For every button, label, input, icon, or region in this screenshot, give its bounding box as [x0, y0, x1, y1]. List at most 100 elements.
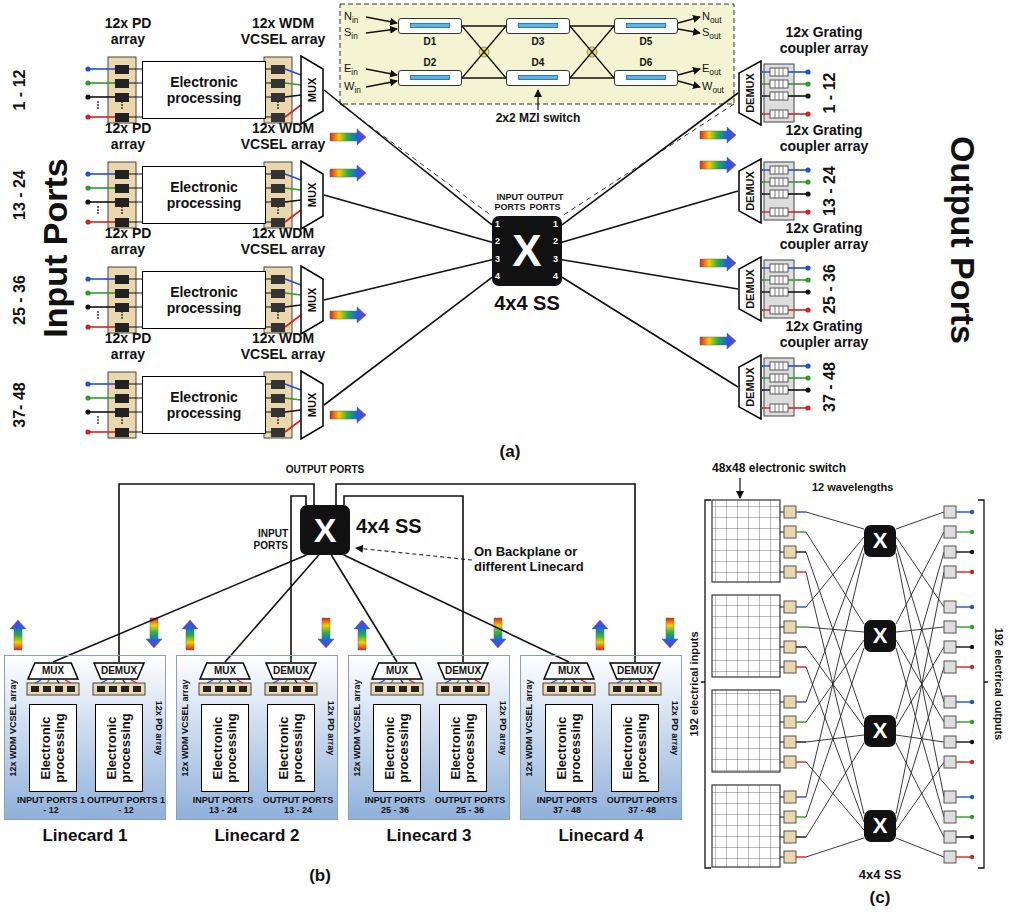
drawing-stroke — [775, 264, 783, 272]
transceiver — [784, 756, 796, 768]
linecard: Linecard 3MUXDEMUXElectronic processingE… — [348, 655, 510, 820]
drawing-stroke — [780, 722, 784, 723]
box-label: DEMUX — [273, 666, 309, 676]
drawing-stroke — [788, 169, 808, 171]
drawing-stroke — [115, 93, 129, 102]
drawing-stroke — [88, 411, 115, 413]
linecard: Linecard 4MUXDEMUXElectronic processingE… — [520, 655, 682, 820]
drawing-stroke — [57, 680, 59, 683]
drawing-stroke — [805, 69, 810, 74]
signal-name: Nin — [344, 10, 366, 26]
drawing-stroke — [762, 169, 770, 170]
drawing-stroke — [770, 362, 788, 370]
demux-trapezoid: DEMUX — [738, 158, 762, 224]
drawing-stroke — [273, 680, 279, 683]
drawing-stroke — [115, 289, 129, 298]
transceiver — [784, 831, 796, 843]
mzi-switch: D4 — [506, 70, 570, 86]
switch-label: D1 — [399, 36, 461, 47]
array-heading: 12x Grating coupler array — [764, 122, 884, 154]
drawing-stroke — [770, 178, 788, 186]
drawing-stroke — [445, 680, 451, 683]
mzi-switch: D1 — [398, 18, 462, 34]
drawing-stroke — [788, 279, 808, 281]
drawing-stroke — [115, 408, 129, 417]
drawing-stroke — [490, 618, 506, 648]
vcsel-array — [371, 683, 423, 695]
drawing-stroke — [970, 510, 974, 514]
fiber-link — [53, 555, 306, 662]
drawing-stroke — [796, 796, 806, 797]
drawing-stroke — [277, 209, 279, 211]
drawing-stroke — [796, 531, 806, 532]
fiber-link — [562, 277, 738, 387]
fiber-link — [324, 195, 492, 242]
transceiver — [784, 621, 796, 633]
port-number: 2 — [495, 236, 503, 246]
drawing-stroke — [293, 686, 301, 692]
linecard-board — [520, 655, 682, 820]
drawing-stroke — [88, 201, 115, 203]
processing-box: Electronic processing — [201, 704, 249, 792]
drawing-stroke — [97, 107, 99, 109]
drawing-stroke — [762, 279, 770, 280]
drawing-stroke — [129, 293, 142, 294]
drawing-stroke — [85, 395, 90, 400]
box-label: MUX — [307, 78, 318, 102]
drawing-stroke — [129, 279, 142, 280]
drawing-stroke — [970, 645, 974, 649]
box-label: Electronic processing — [277, 707, 306, 789]
switch-name: 4x4 SS — [859, 868, 902, 882]
drawing-stroke — [129, 432, 142, 433]
linecard-name: Linecard 3 — [349, 826, 509, 846]
drawing-stroke — [780, 837, 784, 838]
drawing-stroke — [182, 620, 198, 650]
drawing-stroke — [770, 110, 788, 118]
fiber-link — [324, 260, 492, 300]
fiber-line — [896, 648, 944, 817]
drawing-stroke — [88, 96, 115, 98]
fiber-line — [806, 627, 864, 632]
pd-array — [108, 57, 136, 123]
array-heading: 12x PD array — [96, 15, 160, 47]
drawing-stroke — [775, 386, 783, 394]
drawing-stroke — [775, 80, 783, 88]
drawing-stroke — [956, 626, 972, 627]
processing-box: Electronic processing — [545, 704, 593, 792]
drawing-stroke — [775, 178, 783, 186]
drawing-stroke — [271, 394, 285, 403]
port-caption: OUTPUT PORTS 25 - 36 — [431, 795, 509, 816]
drawing-stroke — [762, 181, 770, 182]
transceiver — [944, 791, 956, 803]
fiber-line — [896, 735, 944, 742]
drawing-stroke — [285, 315, 301, 327]
drawing-stroke — [780, 797, 784, 798]
signal-name: Nout — [702, 10, 734, 26]
fiber-line — [896, 572, 944, 814]
port-number: 3 — [553, 254, 561, 264]
trapezoid-outline — [301, 161, 323, 229]
drawing-stroke — [662, 618, 678, 648]
drawing-stroke — [85, 219, 90, 224]
transceiver — [784, 851, 796, 863]
drawing-stroke — [271, 170, 285, 179]
drawing-stroke — [457, 680, 459, 683]
drawing-stroke — [121, 104, 123, 106]
drawing-stroke — [770, 288, 788, 296]
drawing-stroke — [780, 817, 784, 818]
drawing-stroke — [762, 71, 770, 72]
vcsel-array — [264, 372, 292, 438]
drawing-stroke — [237, 680, 243, 683]
drawing-stroke — [129, 412, 142, 413]
drawing-stroke — [375, 686, 383, 692]
bracket — [978, 500, 988, 868]
leader-line — [356, 548, 472, 560]
trapezoid-outline — [372, 663, 422, 679]
drawing-stroke — [97, 101, 99, 103]
transceiver — [784, 791, 796, 803]
signal-name: Sin — [344, 26, 366, 42]
drawing-stroke — [780, 667, 784, 668]
fiber-line — [896, 762, 944, 830]
side-title: Output Ports — [942, 120, 981, 360]
pd-array — [437, 683, 489, 695]
